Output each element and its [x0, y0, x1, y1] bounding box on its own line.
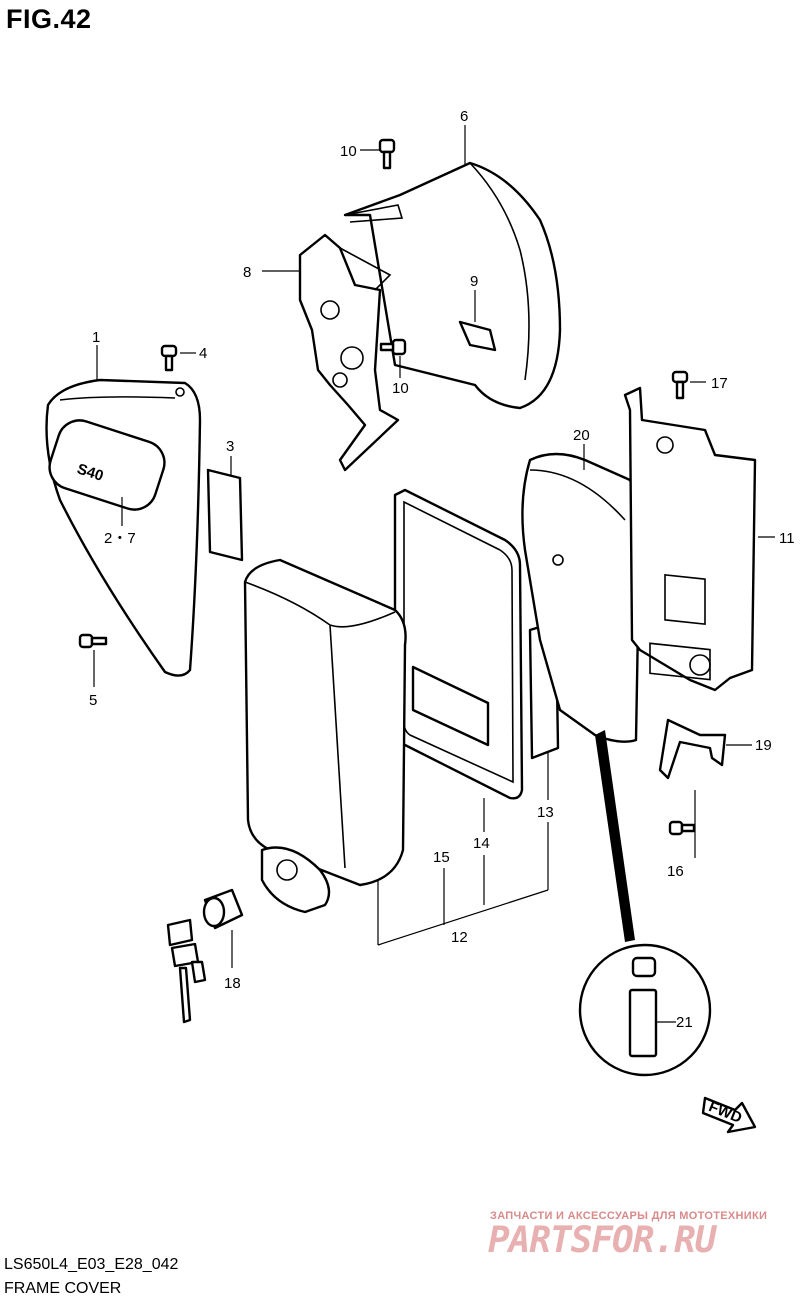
part-21-detail [578, 730, 712, 1077]
fwd-arrow-icon: FWD [701, 1096, 757, 1134]
part-6-cover-shell [343, 161, 562, 410]
part-9-clip [458, 320, 497, 352]
callout-8: 8 [243, 264, 251, 281]
part-11-mounting-bracket [623, 386, 757, 692]
watermark-logo: PARTSFOR.RU [488, 1220, 716, 1261]
callout-5: 5 [89, 692, 97, 709]
leader-lines [93, 125, 775, 1023]
callout-10-upper: 10 [340, 143, 357, 160]
part-16-screw [668, 820, 696, 836]
callout-13: 13 [537, 804, 554, 821]
part-5-bolt [78, 633, 108, 649]
part-4-screw [160, 344, 178, 372]
section-name: FRAME COVER [4, 1280, 122, 1297]
watermark-tagline: ЗАПЧАСТИ И АКСЕССУАРЫ ДЛЯ МОТОТЕХНИКИ [490, 1210, 768, 1222]
part-15-pad [411, 665, 490, 747]
model-code: LS650L4_E03_E28_042 [4, 1256, 179, 1273]
part-12-tool-box [243, 558, 407, 887]
callout-17: 17 [711, 375, 728, 392]
callout-20: 20 [573, 427, 590, 444]
part-20-inner-cover [521, 452, 642, 743]
callout-3: 3 [226, 438, 234, 455]
callout-2-7: 2・7 [104, 530, 136, 547]
callout-14: 14 [473, 835, 490, 852]
callout-9: 9 [470, 273, 478, 290]
callout-19: 19 [755, 737, 772, 754]
callout-11: 11 [779, 530, 795, 547]
figure-title: FIG.42 [6, 4, 92, 34]
callout-12: 12 [451, 929, 468, 946]
s40-emblem: S40 [48, 419, 166, 511]
callout-18: 18 [224, 975, 241, 992]
part-14-seal-frame [393, 488, 524, 800]
part-17-screw [671, 370, 689, 400]
callout-16: 16 [667, 863, 684, 880]
part-18-lock-set [166, 846, 331, 1024]
part-10-screw-upper [378, 138, 396, 170]
part-19-clip [658, 718, 727, 780]
callout-21: 21 [676, 1014, 693, 1031]
callout-4: 4 [199, 345, 207, 362]
callout-6: 6 [460, 108, 468, 125]
callout-10-lower: 10 [392, 380, 409, 397]
part-1-side-cover: S40 [45, 378, 202, 677]
part-8-bracket-plate [298, 233, 400, 472]
part-10-screw-lower [379, 338, 407, 356]
callout-1: 1 [92, 329, 100, 346]
part-3-cushion-pad [206, 468, 244, 562]
callout-labels: 6 10 8 9 10 1 4 3 2・7 5 20 17 11 19 16 1… [89, 108, 795, 1031]
callout-15: 15 [433, 849, 450, 866]
